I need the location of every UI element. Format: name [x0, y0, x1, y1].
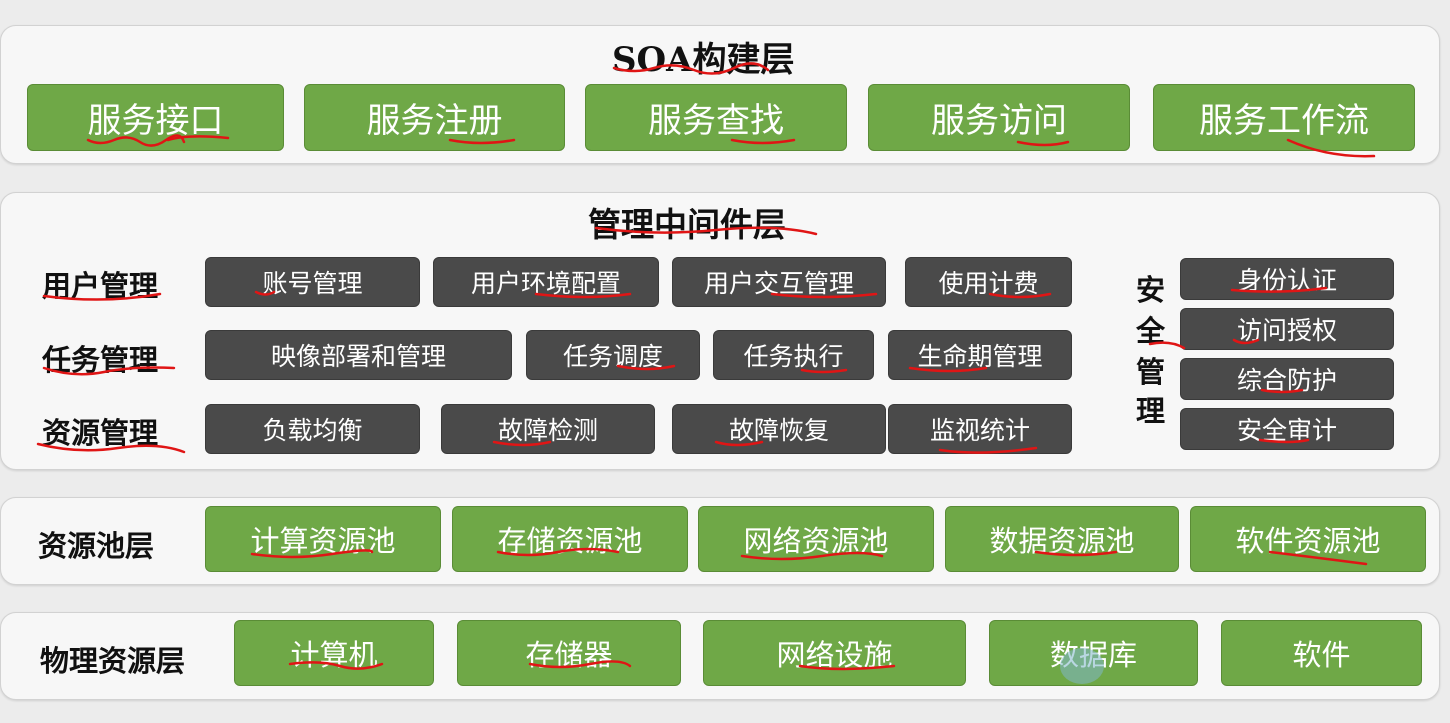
task-mgmt-scheduling: 任务调度 [526, 330, 700, 380]
pool-data-label: 数据资源池 [989, 524, 1135, 558]
physical-network-label: 网络设施 [776, 638, 893, 672]
security-authorization: 访问授权 [1180, 308, 1394, 350]
security-audit: 安全审计 [1180, 408, 1394, 450]
security-protection-label: 综合防护 [1236, 366, 1337, 395]
resource-pool-layer-label: 资源池层 [38, 529, 155, 563]
task-mgmt-lifecycle: 生命期管理 [888, 330, 1072, 380]
soa-item-register-label: 服务注册 [366, 101, 503, 141]
physical-software: 软件 [1221, 620, 1422, 686]
security-authorization-label: 访问授权 [1236, 316, 1337, 345]
soa-item-interface-label: 服务接口 [87, 101, 224, 141]
user-mgmt-billing-label: 使用计费 [938, 269, 1039, 298]
resource-mgmt-fault-detection-label: 故障检测 [497, 416, 598, 445]
soa-item-interface: 服务接口 [27, 84, 284, 151]
security-audit-label: 安全审计 [1236, 416, 1337, 445]
pool-network: 网络资源池 [698, 506, 934, 572]
middleware-layer-title: 管理中间件层 [588, 205, 786, 244]
physical-software-label: 软件 [1292, 638, 1351, 672]
security-label-char-1: 安 [1136, 273, 1166, 307]
user-mgmt-account-label: 账号管理 [262, 269, 363, 298]
soa-layer-title: SOA构建层 [612, 40, 795, 80]
physical-computer: 计算机 [234, 620, 434, 686]
security-label-char-2: 全 [1136, 314, 1166, 348]
resource-mgmt-load-balancing: 负载均衡 [205, 404, 420, 454]
row-label-user-management: 用户管理 [42, 269, 159, 303]
security-protection: 综合防护 [1180, 358, 1394, 400]
pool-compute: 计算资源池 [205, 506, 441, 572]
physical-database-label: 数据库 [1049, 638, 1137, 672]
soa-item-lookup-label: 服务查找 [648, 101, 784, 141]
pool-software: 软件资源池 [1190, 506, 1426, 572]
user-mgmt-env-config: 用户环境配置 [433, 257, 659, 307]
soa-item-lookup: 服务查找 [585, 84, 847, 151]
user-mgmt-account: 账号管理 [205, 257, 420, 307]
soa-item-workflow: 服务工作流 [1153, 84, 1415, 151]
pool-storage: 存储资源池 [452, 506, 688, 572]
resource-mgmt-fault-recovery-label: 故障恢复 [728, 416, 829, 445]
task-mgmt-image-deploy: 映像部署和管理 [205, 330, 512, 380]
physical-database: 数据库 [989, 620, 1198, 686]
security-label-char-4: 理 [1136, 394, 1166, 428]
task-mgmt-lifecycle-label: 生命期管理 [917, 342, 1043, 371]
resource-mgmt-fault-recovery: 故障恢复 [672, 404, 886, 454]
soa-item-access: 服务访问 [868, 84, 1130, 151]
pool-data: 数据资源池 [945, 506, 1179, 572]
resource-mgmt-monitoring-label: 监视统计 [929, 416, 1030, 445]
physical-storage: 存储器 [457, 620, 681, 686]
user-mgmt-env-config-label: 用户环境配置 [470, 269, 621, 298]
physical-network: 网络设施 [703, 620, 966, 686]
soa-item-register: 服务注册 [304, 84, 565, 151]
task-mgmt-execution: 任务执行 [713, 330, 874, 380]
security-authentication: 身份认证 [1180, 258, 1394, 300]
physical-storage-label: 存储器 [525, 638, 613, 672]
user-mgmt-interaction: 用户交互管理 [672, 257, 886, 307]
physical-layer-label: 物理资源层 [40, 644, 186, 678]
pool-software-label: 软件资源池 [1235, 524, 1381, 558]
security-label-char-3: 管 [1136, 355, 1166, 389]
pool-network-label: 网络资源池 [743, 524, 889, 558]
resource-mgmt-load-balancing-label: 负载均衡 [262, 416, 363, 445]
user-mgmt-interaction-label: 用户交互管理 [703, 269, 854, 298]
row-label-resource-management: 资源管理 [42, 416, 159, 450]
soa-item-workflow-label: 服务工作流 [1199, 101, 1369, 141]
resource-mgmt-fault-detection: 故障检测 [441, 404, 655, 454]
row-label-task-management: 任务管理 [42, 343, 159, 377]
security-authentication-label: 身份认证 [1236, 266, 1337, 295]
task-mgmt-scheduling-label: 任务调度 [562, 342, 663, 371]
task-mgmt-image-deploy-label: 映像部署和管理 [270, 342, 446, 371]
task-mgmt-execution-label: 任务执行 [743, 342, 844, 371]
soa-item-access-label: 服务访问 [931, 101, 1067, 141]
physical-computer-label: 计算机 [290, 638, 378, 672]
pool-compute-label: 计算资源池 [250, 524, 396, 558]
pool-storage-label: 存储资源池 [497, 524, 643, 558]
resource-mgmt-monitoring: 监视统计 [888, 404, 1072, 454]
user-mgmt-billing: 使用计费 [905, 257, 1072, 307]
